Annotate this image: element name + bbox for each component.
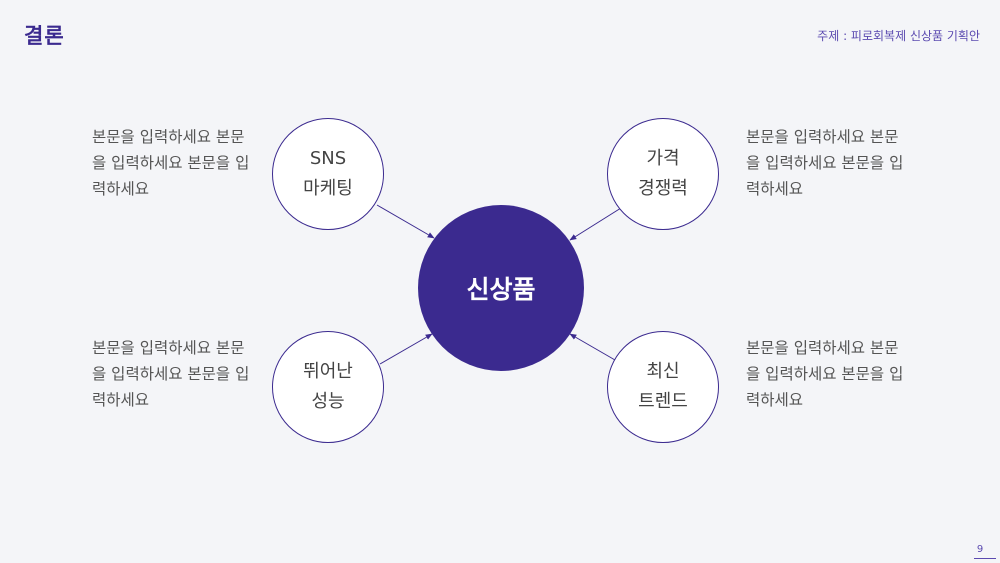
node-sns-marketing: SNS 마케팅 xyxy=(272,118,384,230)
center-circle: 신상품 xyxy=(418,205,584,371)
subject-label: 주제 : 피로회복제 신상품 기획안 xyxy=(817,29,980,43)
arrow-sns-marketing xyxy=(376,204,435,239)
node-sns-marketing-line1: SNS xyxy=(309,148,347,169)
node-trend-line2: 트렌드 xyxy=(638,391,688,412)
center-label: 신상품 xyxy=(466,275,536,304)
arrow-price-competitiveness xyxy=(569,207,622,241)
page-number-underline xyxy=(974,558,996,559)
body-text-performance: 본문을 입력하세요 본문을 입력하세요 본문을 입력하세요 xyxy=(92,339,250,409)
body-text-price-competitiveness: 본문을 입력하세요 본문을 입력하세요 본문을 입력하세요 xyxy=(746,128,904,198)
arrow-performance xyxy=(379,333,433,365)
body-text-sns-marketing: 본문을 입력하세요 본문을 입력하세요 본문을 입력하세요 xyxy=(92,128,250,198)
node-performance-line1: 뛰어난 xyxy=(303,361,353,382)
node-price-competitiveness: 가격 경쟁력 xyxy=(607,118,719,230)
node-sns-marketing-line2: 마케팅 xyxy=(303,178,353,199)
arrow-latest-trend xyxy=(569,333,616,361)
node-trend-line1: 최신 xyxy=(646,361,680,382)
node-performance: 뛰어난 성능 xyxy=(272,331,384,443)
node-latest-trend: 최신 트렌드 xyxy=(607,331,719,443)
page-title: 결론 xyxy=(24,24,65,48)
node-performance-line2: 성능 xyxy=(311,391,345,412)
node-price-line2: 경쟁력 xyxy=(638,178,688,199)
page-number: 9 xyxy=(976,544,984,555)
node-price-line1: 가격 xyxy=(646,148,680,169)
body-text-latest-trend: 본문을 입력하세요 본문을 입력하세요 본문을 입력하세요 xyxy=(746,339,904,409)
